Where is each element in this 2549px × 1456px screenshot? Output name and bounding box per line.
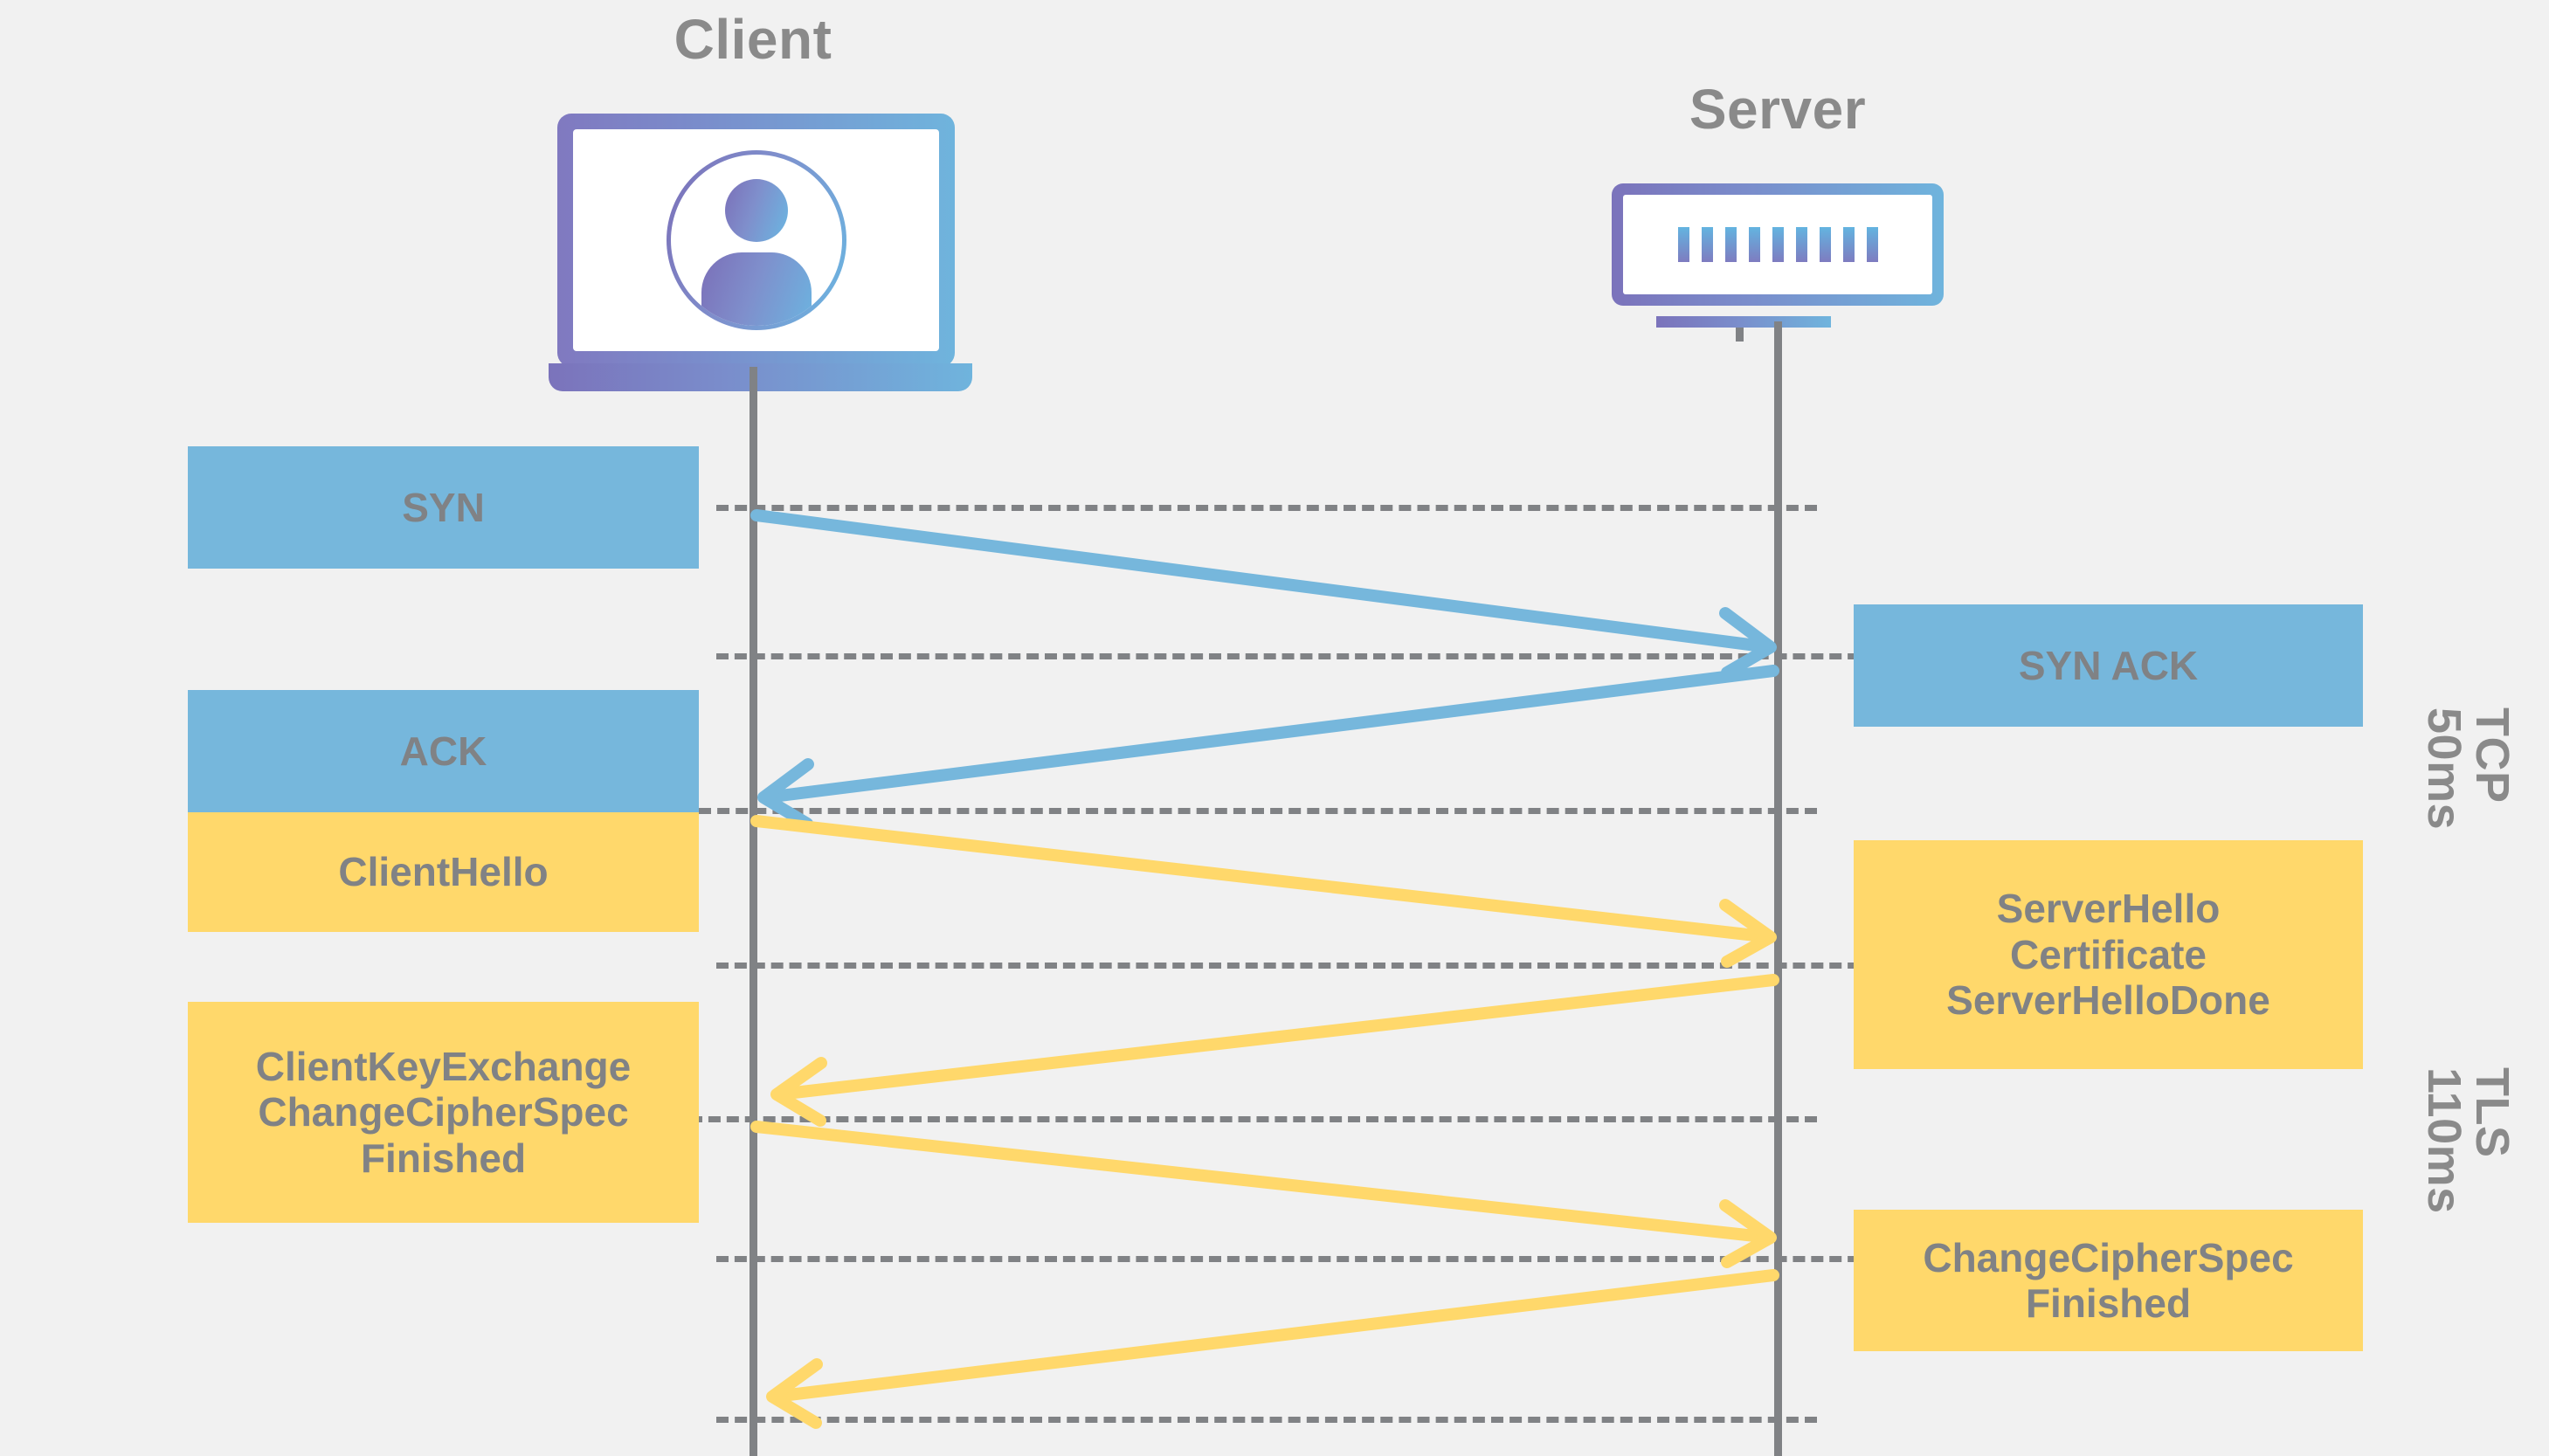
message-label: ClientHello bbox=[338, 849, 549, 895]
server-title: Server bbox=[1689, 78, 1867, 141]
message-label-line-3: ServerHelloDone bbox=[1946, 977, 2270, 1024]
server-slot-bar bbox=[1677, 227, 1689, 262]
message-label-line-1: ChangeCipherSpec bbox=[1923, 1234, 2294, 1280]
server-slot-bar bbox=[1724, 227, 1737, 262]
server-chassis-inner bbox=[1623, 195, 1932, 294]
user-avatar-icon bbox=[667, 150, 846, 330]
arrow-syn-ack bbox=[757, 665, 1779, 830]
server-slot-bar bbox=[1748, 227, 1760, 262]
message-box-client-key-exchange[interactable]: ClientKeyExchange ChangeCipherSpec Finis… bbox=[188, 1002, 699, 1223]
timing-rule-7 bbox=[716, 1417, 1817, 1423]
message-box-server-hello[interactable]: ServerHello Certificate ServerHelloDone bbox=[1854, 840, 2363, 1069]
server-slot-bar bbox=[1701, 227, 1713, 262]
client-title: Client bbox=[674, 8, 832, 71]
avatar-head bbox=[724, 179, 788, 242]
arrow-client-hello bbox=[750, 815, 1777, 968]
timing-rule-5 bbox=[690, 1116, 1817, 1122]
server-post-icon bbox=[1736, 328, 1744, 342]
arrow-server-change-cipher-spec bbox=[766, 1269, 1779, 1429]
message-box-server-change-cipher-spec[interactable]: ChangeCipherSpec Finished bbox=[1854, 1210, 2363, 1351]
message-box-ack[interactable]: ACK bbox=[188, 690, 699, 812]
server-rack-icon bbox=[1612, 183, 1944, 342]
message-label: SYN bbox=[402, 484, 485, 530]
message-label: ACK bbox=[399, 728, 487, 774]
laptop-base-icon bbox=[549, 363, 972, 391]
avatar-body bbox=[701, 252, 812, 326]
phase-name: TLS bbox=[2466, 1067, 2518, 1158]
laptop-screen-inner bbox=[573, 129, 939, 351]
message-label-line-2: Finished bbox=[2025, 1280, 2192, 1326]
message-box-client-hello[interactable]: ClientHello bbox=[188, 812, 699, 932]
timing-rule-3 bbox=[699, 808, 1817, 814]
server-slot-bar bbox=[1866, 227, 1878, 262]
server-slot-bar bbox=[1772, 227, 1784, 262]
message-label-line-1: ClientKeyExchange bbox=[255, 1043, 632, 1089]
arrow-server-hello bbox=[770, 974, 1779, 1127]
arrow-syn bbox=[750, 509, 1777, 679]
message-label-line-3: Finished bbox=[360, 1135, 527, 1181]
server-slot-bar bbox=[1819, 227, 1831, 262]
laptop-screen-icon bbox=[557, 114, 955, 367]
timing-rule-2 bbox=[716, 653, 1878, 659]
message-label-line-2: Certificate bbox=[2010, 931, 2207, 977]
server-slot-bar bbox=[1795, 227, 1807, 262]
server-lifeline bbox=[1774, 321, 1782, 1456]
server-chassis-icon bbox=[1612, 183, 1944, 306]
timing-rule-4 bbox=[716, 963, 1878, 969]
phase-duration: 110ms bbox=[2417, 1067, 2470, 1214]
message-label: SYN ACK bbox=[2018, 642, 2199, 688]
message-box-syn-ack[interactable]: SYN ACK bbox=[1854, 604, 2363, 727]
timing-rule-6 bbox=[716, 1256, 1878, 1262]
laptop-user-icon bbox=[549, 114, 972, 393]
message-label-line-2: ChangeCipherSpec bbox=[258, 1089, 629, 1135]
phase-duration: 50ms bbox=[2417, 707, 2470, 831]
server-stand-icon bbox=[1656, 316, 1831, 328]
server-slot-bar bbox=[1842, 227, 1855, 262]
phase-name: TCP bbox=[2466, 707, 2518, 804]
message-label-line-1: ServerHello bbox=[1996, 886, 2221, 932]
client-lifeline bbox=[750, 367, 757, 1456]
timing-rule-1 bbox=[716, 505, 1817, 511]
message-box-syn[interactable]: SYN bbox=[188, 446, 699, 569]
arrow-client-key-exchange bbox=[750, 1121, 1777, 1268]
